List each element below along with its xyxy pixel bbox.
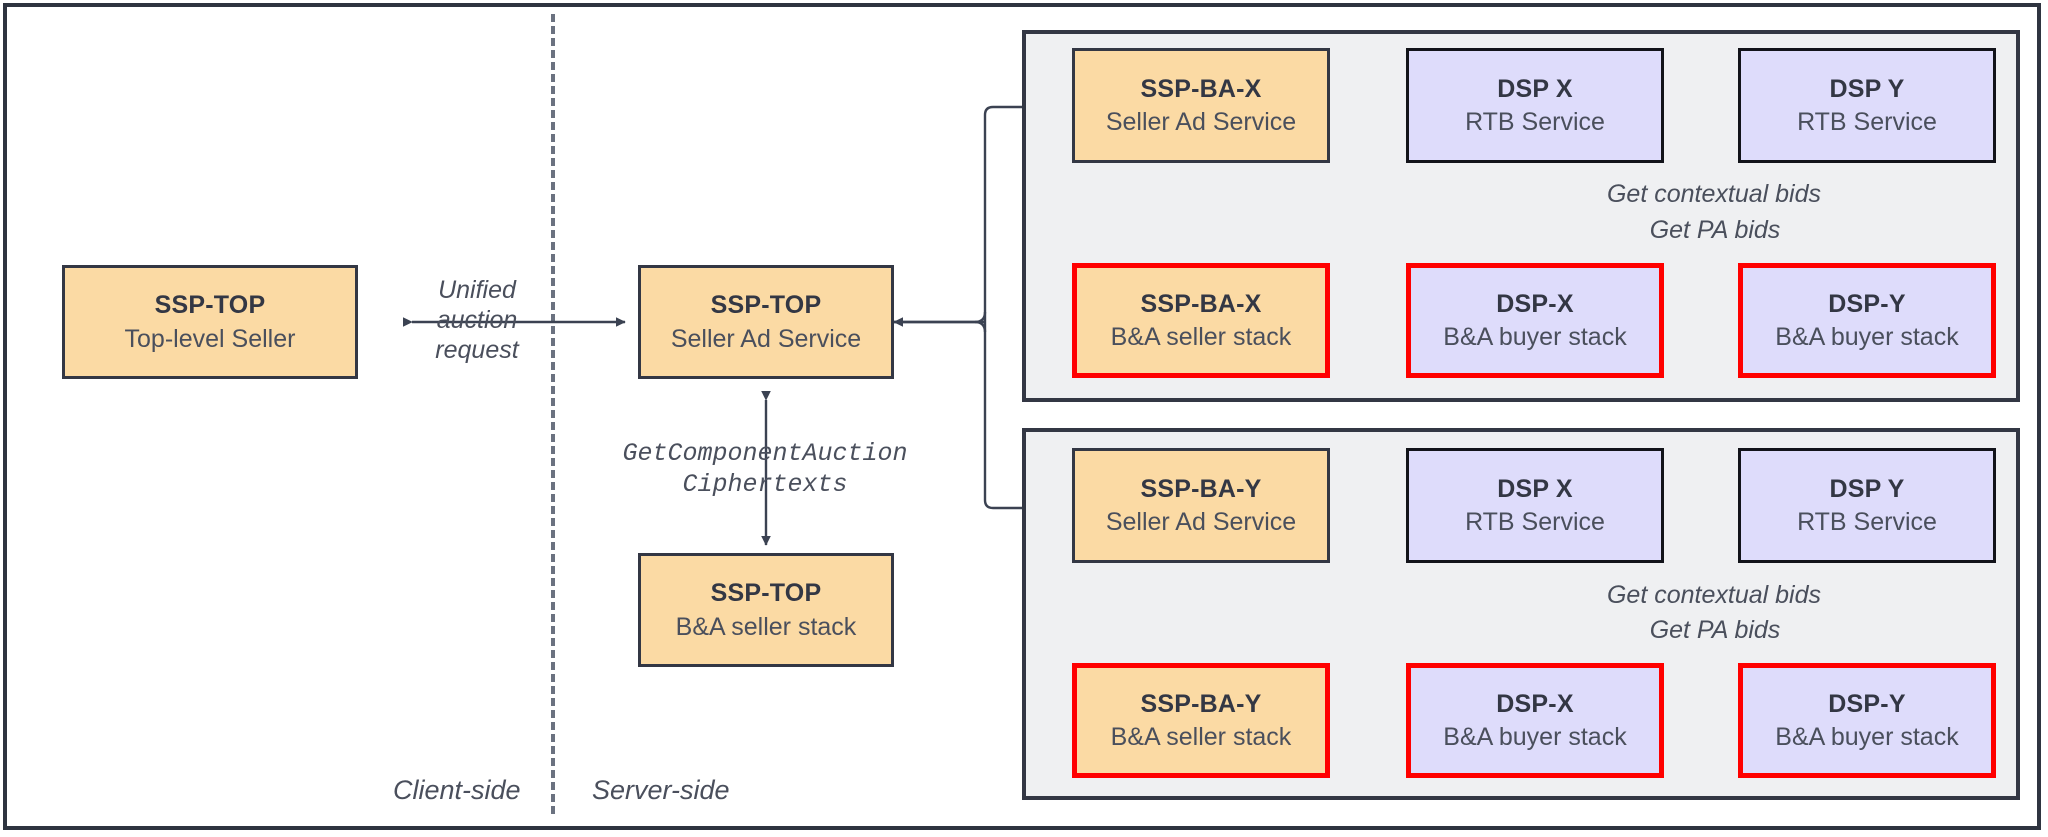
node-subtitle: B&A seller stack [1110, 723, 1292, 751]
node-title: DSP-X [1496, 289, 1574, 318]
node-ssp-top-client[interactable]: SSP-TOP Top-level Seller [62, 265, 358, 379]
node-title: SSP-BA-Y [1140, 474, 1262, 503]
node-title: DSP Y [1829, 474, 1905, 503]
node-title: SSP-TOP [154, 291, 266, 319]
label-client-side: Client-side [393, 775, 521, 805]
node-subtitle: RTB Service [1465, 108, 1605, 136]
node-subtitle: Seller Ad Service [1105, 108, 1297, 136]
node-ssp-top-seller-ad-service[interactable]: SSP-TOP Seller Ad Service [638, 265, 894, 379]
node-subtitle: Top-level Seller [124, 324, 296, 353]
node-subtitle: Seller Ad Service [670, 324, 862, 353]
node-title: SSP-BA-X [1140, 74, 1262, 103]
edge-label-get-component-auction-ciphertexts: GetComponentAuction Ciphertexts [622, 439, 908, 500]
node-dsp-y-rtb-service-panel-x[interactable]: DSP Y RTB Service [1738, 48, 1996, 163]
node-title: DSP-Y [1828, 689, 1906, 718]
node-ssp-ba-x-ba-seller-stack[interactable]: SSP-BA-X B&A seller stack [1072, 263, 1330, 378]
node-subtitle: B&A seller stack [1110, 323, 1292, 351]
node-dsp-x-ba-buyer-stack-panel-y[interactable]: DSP-X B&A buyer stack [1406, 663, 1664, 778]
node-dsp-y-ba-buyer-stack-panel-x[interactable]: DSP-Y B&A buyer stack [1738, 263, 1996, 378]
node-title: SSP-TOP [710, 579, 822, 607]
edge-label-unified-auction-request: Unified auction request [435, 276, 519, 364]
client-server-divider [551, 14, 555, 814]
label-server-side: Server-side [592, 775, 730, 805]
node-subtitle: B&A buyer stack [1443, 323, 1627, 351]
node-title: DSP-X [1496, 689, 1574, 718]
node-ssp-ba-x-seller-ad-service[interactable]: SSP-BA-X Seller Ad Service [1072, 48, 1330, 163]
node-title: DSP X [1497, 74, 1573, 103]
node-title: SSP-BA-Y [1140, 689, 1262, 718]
node-subtitle: B&A buyer stack [1775, 723, 1959, 751]
node-ssp-ba-y-ba-seller-stack[interactable]: SSP-BA-Y B&A seller stack [1072, 663, 1330, 778]
node-ssp-top-ba-seller-stack[interactable]: SSP-TOP B&A seller stack [638, 553, 894, 667]
node-subtitle: B&A buyer stack [1443, 723, 1627, 751]
node-dsp-x-rtb-service-panel-x[interactable]: DSP X RTB Service [1406, 48, 1664, 163]
node-subtitle: Seller Ad Service [1105, 508, 1297, 536]
node-subtitle: B&A seller stack [675, 612, 857, 641]
node-title: SSP-BA-X [1140, 289, 1262, 318]
edge-label-get-pa-bids-panel-x: Get PA bids [1649, 216, 1781, 244]
node-ssp-ba-y-seller-ad-service[interactable]: SSP-BA-Y Seller Ad Service [1072, 448, 1330, 563]
edge-label-get-contextual-bids-panel-y: Get contextual bids [1606, 581, 1821, 609]
node-title: DSP-Y [1828, 289, 1906, 318]
node-subtitle: RTB Service [1797, 508, 1937, 536]
node-subtitle: RTB Service [1797, 108, 1937, 136]
node-dsp-x-ba-buyer-stack-panel-x[interactable]: DSP-X B&A buyer stack [1406, 263, 1664, 378]
node-subtitle: B&A buyer stack [1775, 323, 1959, 351]
node-subtitle: RTB Service [1465, 508, 1605, 536]
node-dsp-x-rtb-service-panel-y[interactable]: DSP X RTB Service [1406, 448, 1664, 563]
node-title: DSP Y [1829, 74, 1905, 103]
edge-label-get-pa-bids-panel-y: Get PA bids [1649, 616, 1781, 644]
node-dsp-y-rtb-service-panel-y[interactable]: DSP Y RTB Service [1738, 448, 1996, 563]
node-title: SSP-TOP [710, 291, 822, 319]
node-title: DSP X [1497, 474, 1573, 503]
edge-label-get-contextual-bids-panel-x: Get contextual bids [1606, 180, 1821, 208]
node-dsp-y-ba-buyer-stack-panel-y[interactable]: DSP-Y B&A buyer stack [1738, 663, 1996, 778]
